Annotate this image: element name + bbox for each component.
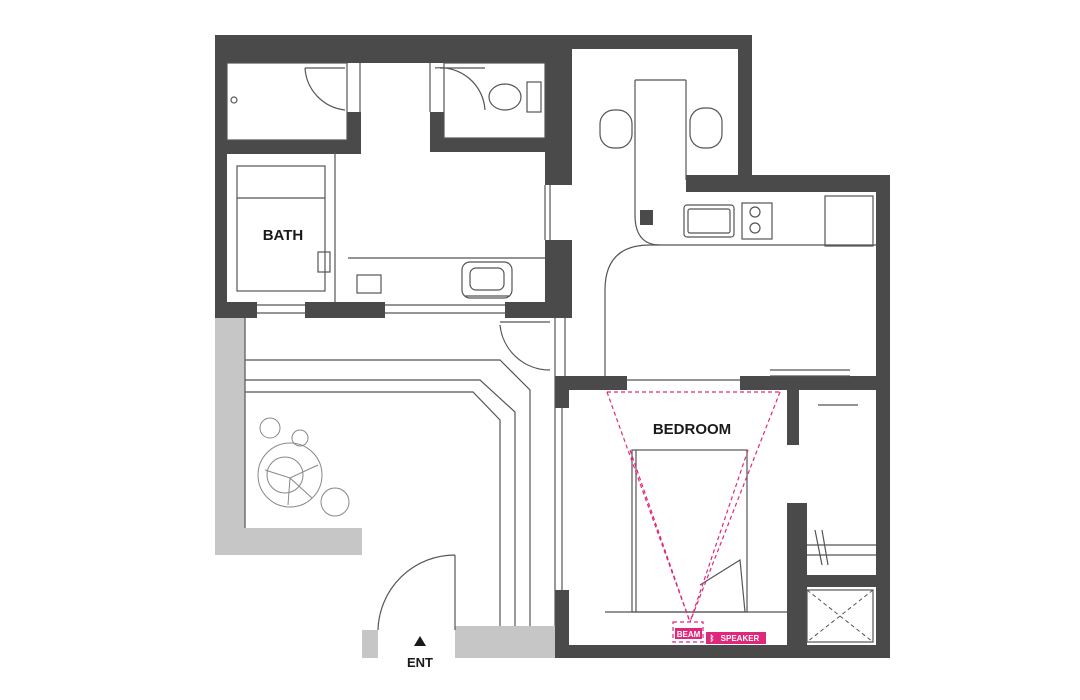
beam-label: BEAM xyxy=(677,630,701,639)
beam-badge xyxy=(675,628,702,639)
room-label-bath: BATH xyxy=(263,227,304,244)
exterior-paving xyxy=(215,318,378,658)
room-label-bedroom: BEDROOM xyxy=(653,421,731,438)
exterior-paving-strip xyxy=(455,626,555,658)
speaker-label: SPEAKER xyxy=(721,634,760,643)
bluetooth-icon: ᛒ xyxy=(710,634,715,643)
storage-cross xyxy=(806,589,874,643)
triangle-up-icon xyxy=(414,636,426,646)
speaker-badge xyxy=(706,632,766,644)
kitchen-column xyxy=(640,210,653,225)
plant-icon xyxy=(257,417,350,517)
beam-projection xyxy=(606,391,781,643)
entrance-label: ENT xyxy=(407,655,433,670)
interior-lines xyxy=(226,62,876,643)
walls xyxy=(215,35,890,658)
